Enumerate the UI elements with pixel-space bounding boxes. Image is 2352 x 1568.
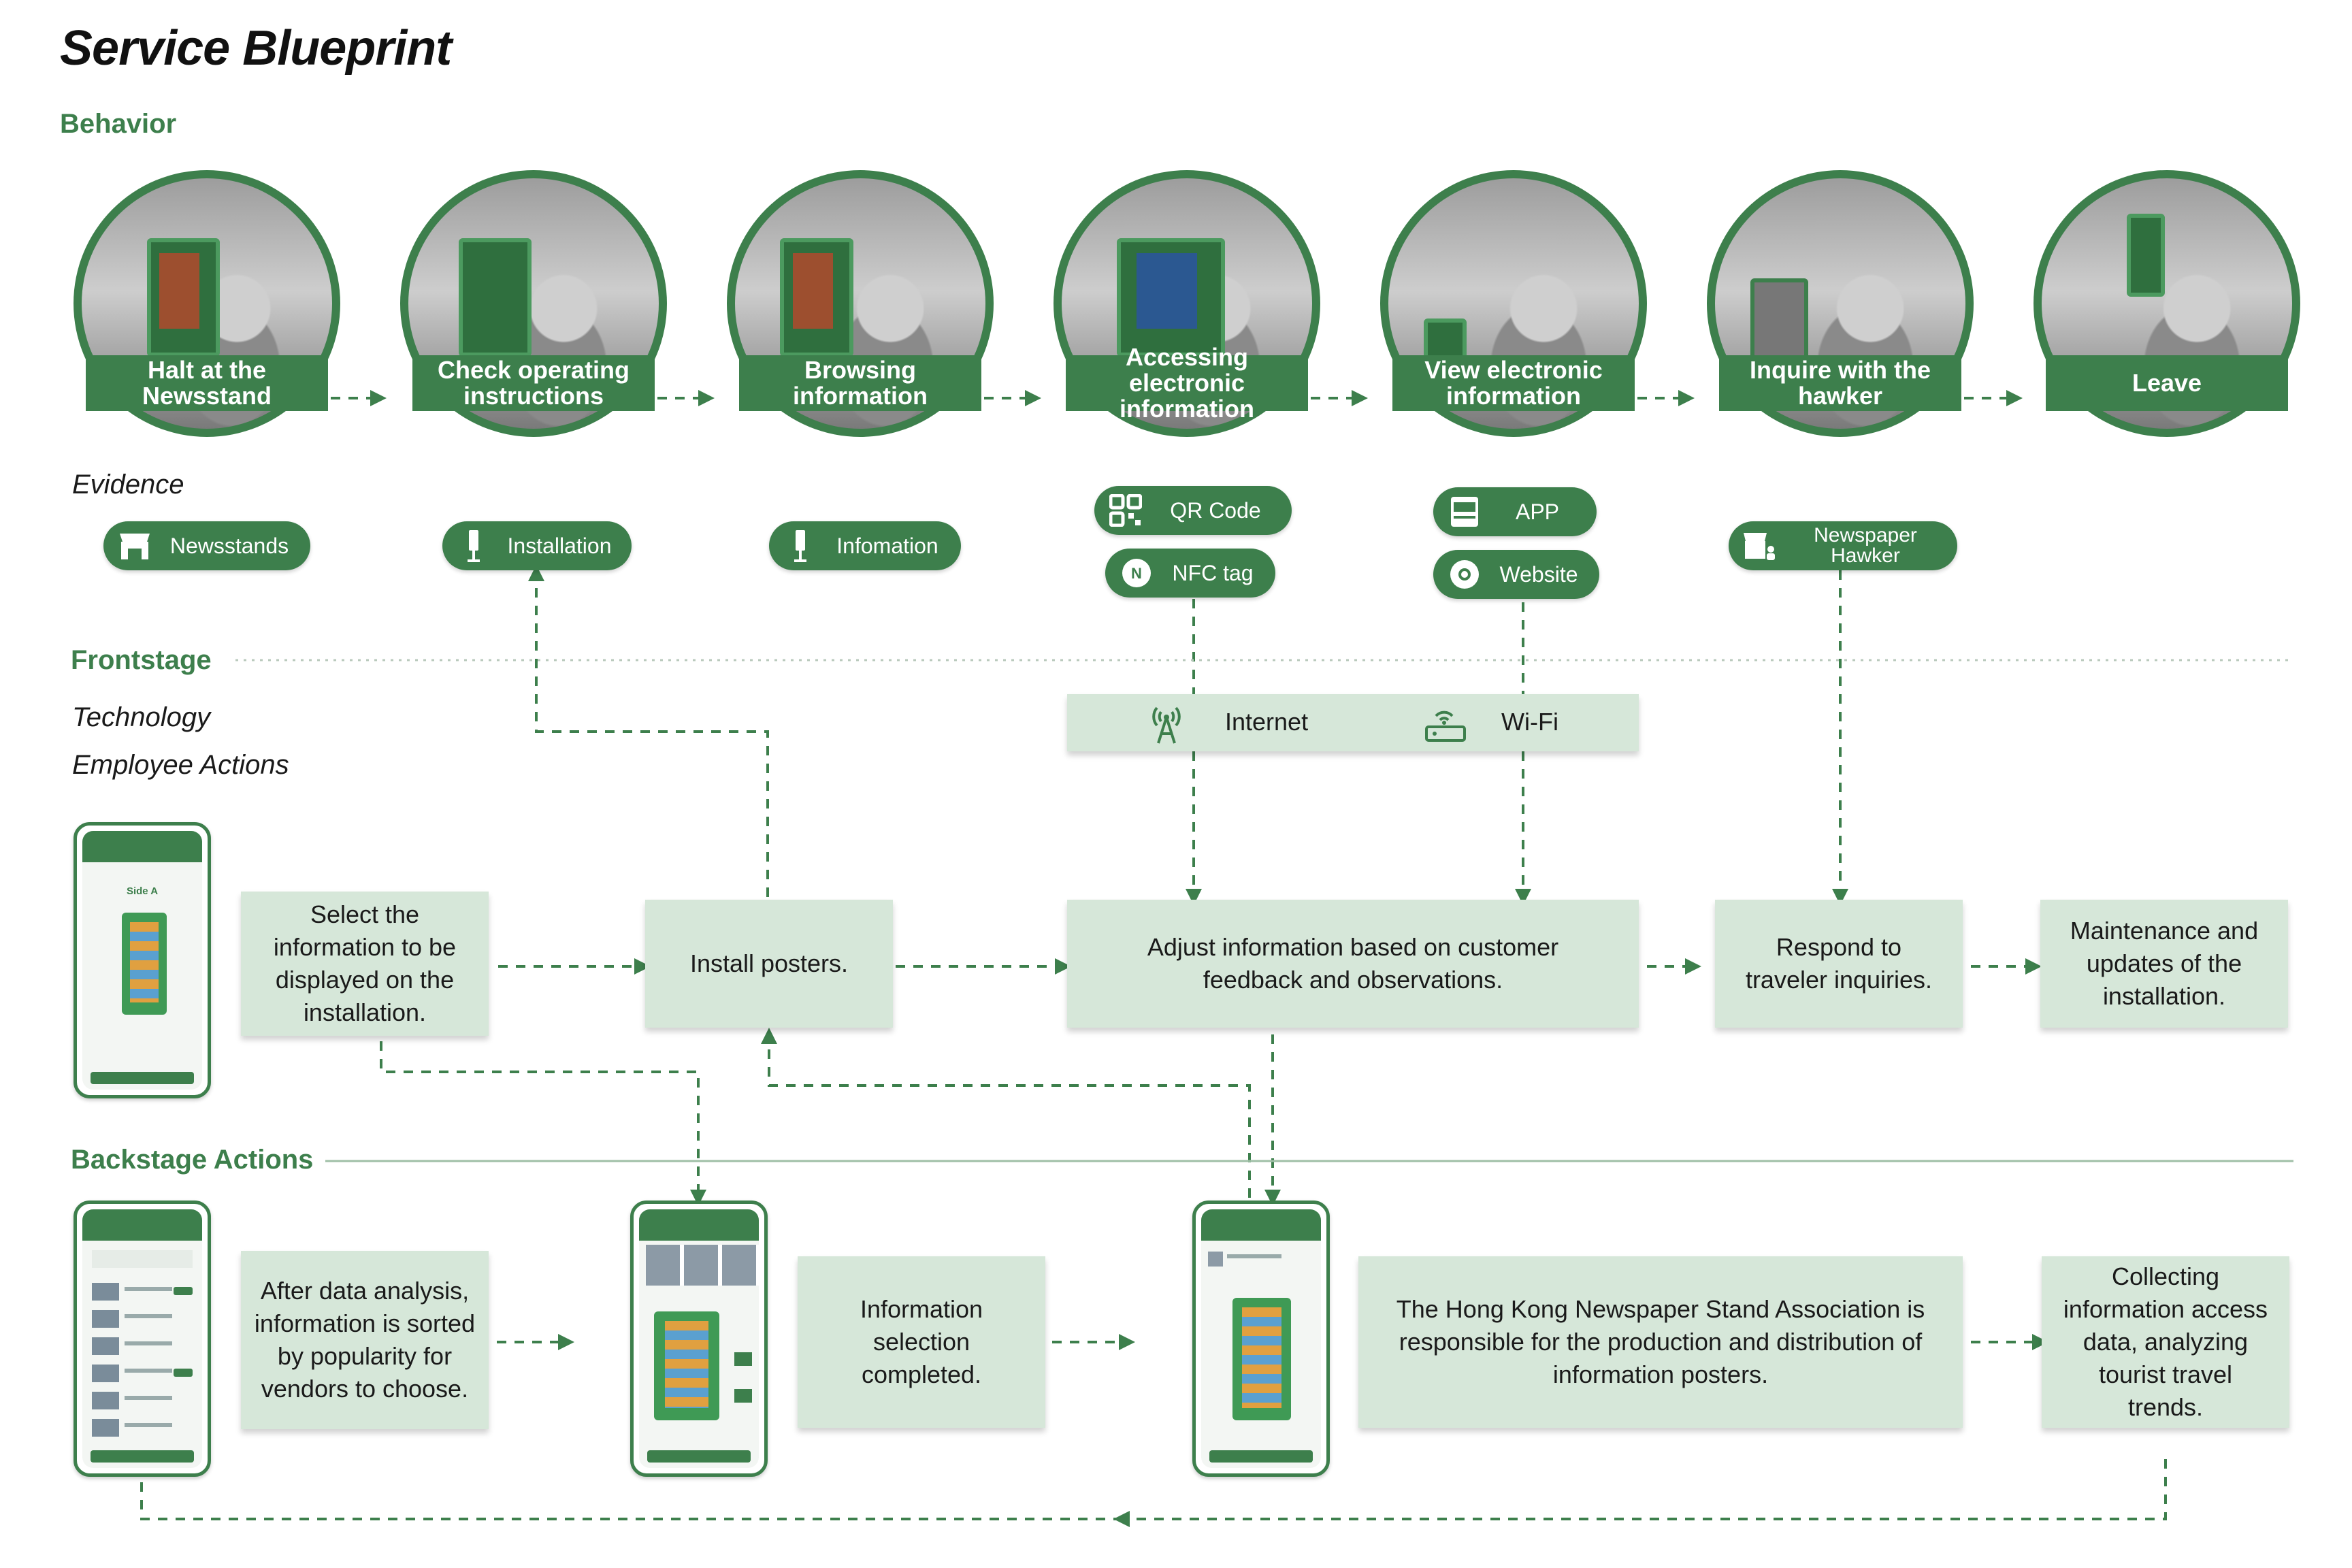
behavior-label-line1: View electronic xyxy=(1424,356,1603,384)
backstage-action-selection-completed: Information selection completed. xyxy=(798,1256,1045,1428)
nfc-icon: N xyxy=(1119,555,1154,591)
antenna-icon xyxy=(1145,701,1188,748)
behavior-label-line2: instructions xyxy=(463,382,604,410)
behavior-label-line1: Browsing information xyxy=(793,356,928,410)
behavior-label-line2: information xyxy=(1446,382,1581,410)
store-icon xyxy=(117,528,152,564)
behavior-step-browsing: Browsing information xyxy=(727,170,994,437)
evidence-infomation: Infomation xyxy=(769,521,961,570)
employee-action-select-info: Select the information to be displayed o… xyxy=(241,892,489,1036)
evidence-installation: Installation xyxy=(442,521,632,570)
evidence-label: Website xyxy=(1499,562,1578,587)
evidence-label: Infomation xyxy=(836,534,938,558)
behavior-label-line2: Newsstand xyxy=(142,382,272,410)
behavior-label-line1: Inquire with the xyxy=(1750,356,1931,384)
behavior-label-line1: Halt at the xyxy=(147,356,267,384)
evidence-label: Installation xyxy=(507,534,612,558)
behavior-label-line1: Check operating xyxy=(437,356,630,384)
app-icon xyxy=(1447,494,1482,529)
svg-text:N: N xyxy=(1131,565,1142,582)
phone-info-selection xyxy=(630,1200,768,1477)
evidence-label: APP xyxy=(1515,500,1560,524)
employee-action-maintenance: Maintenance and updates of the installat… xyxy=(2040,900,2288,1028)
kiosk-icon xyxy=(783,528,818,564)
evidence-nfc-tag: N NFC tag xyxy=(1105,549,1275,598)
browser-icon xyxy=(1447,557,1482,592)
evidence-qr-code: QR Code xyxy=(1094,486,1292,535)
section-employee-actions: Employee Actions xyxy=(72,750,289,780)
wifi-router-icon xyxy=(1416,701,1470,748)
page-title: Service Blueprint xyxy=(60,21,452,76)
section-frontstage: Frontstage xyxy=(71,645,212,675)
backstage-action-collecting-data: Collecting information access data, anal… xyxy=(2042,1256,2289,1428)
employee-action-adjust-info: Adjust information based on customer fee… xyxy=(1067,900,1639,1028)
section-behavior: Behavior xyxy=(60,109,177,139)
behavior-step-leave: Leave xyxy=(2034,170,2300,437)
evidence-label: QR Code xyxy=(1170,498,1261,523)
phone-popularity-list xyxy=(74,1200,211,1477)
technology-wifi: Wi-Fi xyxy=(1501,708,1558,736)
section-evidence: Evidence xyxy=(72,470,184,500)
evidence-label-line1: Newspaper xyxy=(1814,524,1917,546)
technology-band: Internet Wi-Fi xyxy=(1067,694,1639,751)
hawker-store-icon xyxy=(1742,528,1778,564)
behavior-label-line2: information xyxy=(1120,395,1254,423)
backstage-action-data-analysis: After data analysis, information is sort… xyxy=(241,1251,489,1429)
kiosk-icon xyxy=(456,528,491,564)
evidence-newsstands: Newsstands xyxy=(103,521,310,570)
evidence-app: APP xyxy=(1433,487,1597,536)
evidence-label-line2: Hawker xyxy=(1831,544,1900,567)
phone-submit-posters xyxy=(1192,1200,1330,1477)
evidence-label: NFC tag xyxy=(1172,561,1254,585)
behavior-label-line2: hawker xyxy=(1797,382,1883,410)
employee-action-install-posters: Install posters. xyxy=(645,900,893,1028)
section-technology: Technology xyxy=(72,702,211,732)
backstage-action-association-production: The Hong Kong Newspaper Stand Associatio… xyxy=(1358,1256,1963,1428)
evidence-label: Newsstands xyxy=(169,534,289,558)
technology-internet: Internet xyxy=(1225,708,1309,736)
employee-action-respond: Respond to traveler inquiries. xyxy=(1715,900,1963,1028)
qr-code-icon xyxy=(1108,493,1143,528)
phone-side-a-title: Side A xyxy=(126,885,159,897)
behavior-label-line1: Leave xyxy=(2132,369,2202,397)
phone-side-a-preview: Side A xyxy=(74,822,211,1098)
behavior-label-line1: Accessing electronic xyxy=(1125,343,1249,397)
section-backstage: Backstage Actions xyxy=(71,1145,314,1175)
evidence-website: Website xyxy=(1433,550,1599,599)
